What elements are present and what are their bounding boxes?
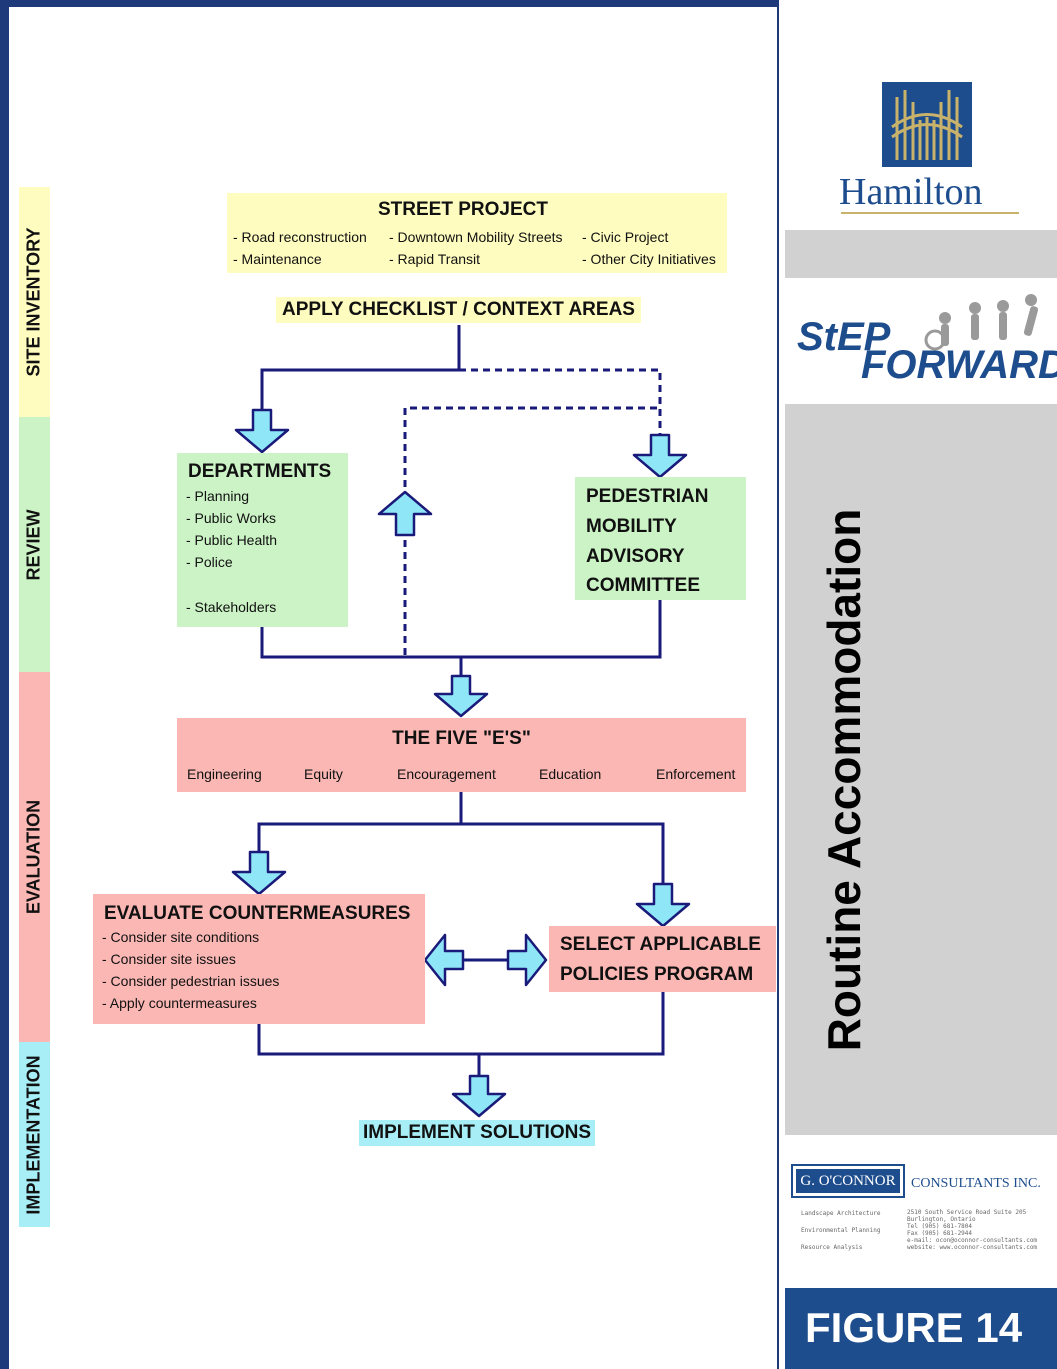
street-project-item: - Road reconstruction <box>233 229 367 245</box>
five-es-item: Engineering <box>187 766 262 782</box>
five-es-title: THE FIVE "E'S" <box>392 728 531 749</box>
arrow-down-departments <box>234 408 290 454</box>
stage-implementation: IMPLEMENTATION <box>19 1042 50 1227</box>
street-project-title: STREET PROJECT <box>378 199 548 220</box>
consultant-address: e-mail: ocon@oconnor-consultants.com <box>907 1237 1038 1244</box>
evaluate-item: - Consider pedestrian issues <box>102 973 280 989</box>
department-item: - Public Works <box>186 510 276 526</box>
pmac-line: MOBILITY <box>586 516 677 537</box>
step-forward-word1: StEP <box>797 315 891 359</box>
street-project-item: - Civic Project <box>582 229 669 245</box>
hamilton-wordmark: Hamilton <box>839 171 983 213</box>
street-project-item: - Maintenance <box>233 251 322 267</box>
apply-checklist-label: APPLY CHECKLIST / CONTEXT AREAS <box>276 297 641 323</box>
consultant-address: 2510 South Service Road Suite 205 <box>907 1209 1027 1216</box>
consultant-address: Tel (905) 681-7804 <box>907 1223 973 1230</box>
arrow-down-evaluate <box>231 850 287 896</box>
pedestrian-committee-box: PEDESTRIAN MOBILITY ADVISORY COMMITTEE <box>575 477 746 600</box>
sidebar-gray-band-main <box>785 404 1057 1135</box>
arrow-down-five-es <box>433 674 489 718</box>
step-forward-word2: FORWARD <box>861 343 1057 387</box>
consultant-address: Fax (905) 681-2944 <box>907 1230 973 1237</box>
consultant-suffix: CONSULTANTS INC. <box>911 1176 1041 1191</box>
connector-dashed-return <box>403 406 660 655</box>
consultant-address: Burlington, Ontario <box>907 1216 976 1223</box>
consultant-service: Landscape Architecture <box>801 1210 881 1217</box>
figure-label: FIGURE 14 <box>805 1304 1023 1351</box>
stage-evaluation: EVALUATION <box>19 672 50 1042</box>
street-project-item: - Other City Initiatives <box>582 251 716 267</box>
five-es-box: THE FIVE "E'S" Engineering Equity Encour… <box>177 718 746 792</box>
hamilton-underline <box>841 212 1019 214</box>
arrow-right-select <box>506 933 548 987</box>
five-es-item: Education <box>539 766 602 782</box>
five-es-item: Encouragement <box>397 766 496 782</box>
evaluate-item: - Apply countermeasures <box>102 995 257 1011</box>
departments-box: DEPARTMENTS - Planning - Public Works - … <box>177 453 348 627</box>
arrow-down-pmac <box>632 433 688 479</box>
pmac-line: ADVISORY <box>586 546 685 567</box>
five-es-item: Enforcement <box>656 766 736 782</box>
select-line: POLICIES PROGRAM <box>560 964 754 985</box>
arrow-down-implement <box>451 1074 507 1118</box>
pmac-line: PEDESTRIAN <box>586 486 709 507</box>
arrow-down-select <box>635 882 691 928</box>
frame-left <box>0 0 9 1369</box>
consultant-logo: G. O'CONNOR <box>791 1164 905 1198</box>
routine-accommodation-title: Routine Accommodation <box>818 508 870 1052</box>
evaluate-item: - Consider site issues <box>102 951 236 967</box>
stage-site-inventory: SITE INVENTORY <box>19 187 50 417</box>
consultant-address: website: www.oconnor-consultants.com <box>907 1244 1038 1251</box>
figure-panel: FIGURE 14 <box>785 1288 1057 1369</box>
consultant-service: Environmental Planning <box>801 1227 881 1234</box>
step-forward-logo-icon: StEP FORWARD <box>797 294 1057 387</box>
consultant-name: G. O'CONNOR <box>800 1173 896 1189</box>
arrow-left-evaluate <box>423 933 465 987</box>
frame-top <box>0 0 1057 7</box>
stage-review: REVIEW <box>19 417 50 672</box>
connector-dashed-to-pmac <box>459 368 662 435</box>
consultant-logo-inner <box>796 1169 900 1193</box>
evaluate-countermeasures-box: EVALUATE COUNTERMEASURES - Consider site… <box>93 894 425 1024</box>
street-project-box: STREET PROJECT - Road reconstruction - M… <box>227 193 727 273</box>
select-line: SELECT APPLICABLE <box>560 934 761 955</box>
sidebar-gray-band-top <box>785 230 1057 278</box>
evaluate-title: EVALUATE COUNTERMEASURES <box>104 903 411 924</box>
department-item: - Stakeholders <box>186 599 277 615</box>
connector-to-departments <box>260 368 459 410</box>
evaluate-item: - Consider site conditions <box>102 929 260 945</box>
department-item: - Police <box>186 554 233 570</box>
pmac-line: COMMITTEE <box>586 575 700 596</box>
departments-title: DEPARTMENTS <box>188 461 332 482</box>
flow-connectors <box>231 325 691 1118</box>
department-item: - Planning <box>186 488 250 504</box>
connector-split-evaluate <box>257 822 461 852</box>
hamilton-logo-icon <box>882 82 972 167</box>
department-item: - Public Health <box>186 532 278 548</box>
arrow-up-return <box>377 490 433 537</box>
sidebar-panel: Hamilton StEP FORWARD Routine Accommodat… <box>779 0 1057 1369</box>
connector-split-select <box>461 822 665 884</box>
connector-evaluate-bottom <box>257 992 665 1056</box>
street-project-item: - Downtown Mobility Streets <box>389 229 563 245</box>
implement-solutions-label: IMPLEMENT SOLUTIONS <box>359 1120 595 1146</box>
five-es-item: Equity <box>304 766 343 782</box>
consultant-service: Resource Analysis <box>801 1244 863 1251</box>
select-policies-box: SELECT APPLICABLE POLICIES PROGRAM <box>549 926 776 992</box>
street-project-item: - Rapid Transit <box>389 251 481 267</box>
